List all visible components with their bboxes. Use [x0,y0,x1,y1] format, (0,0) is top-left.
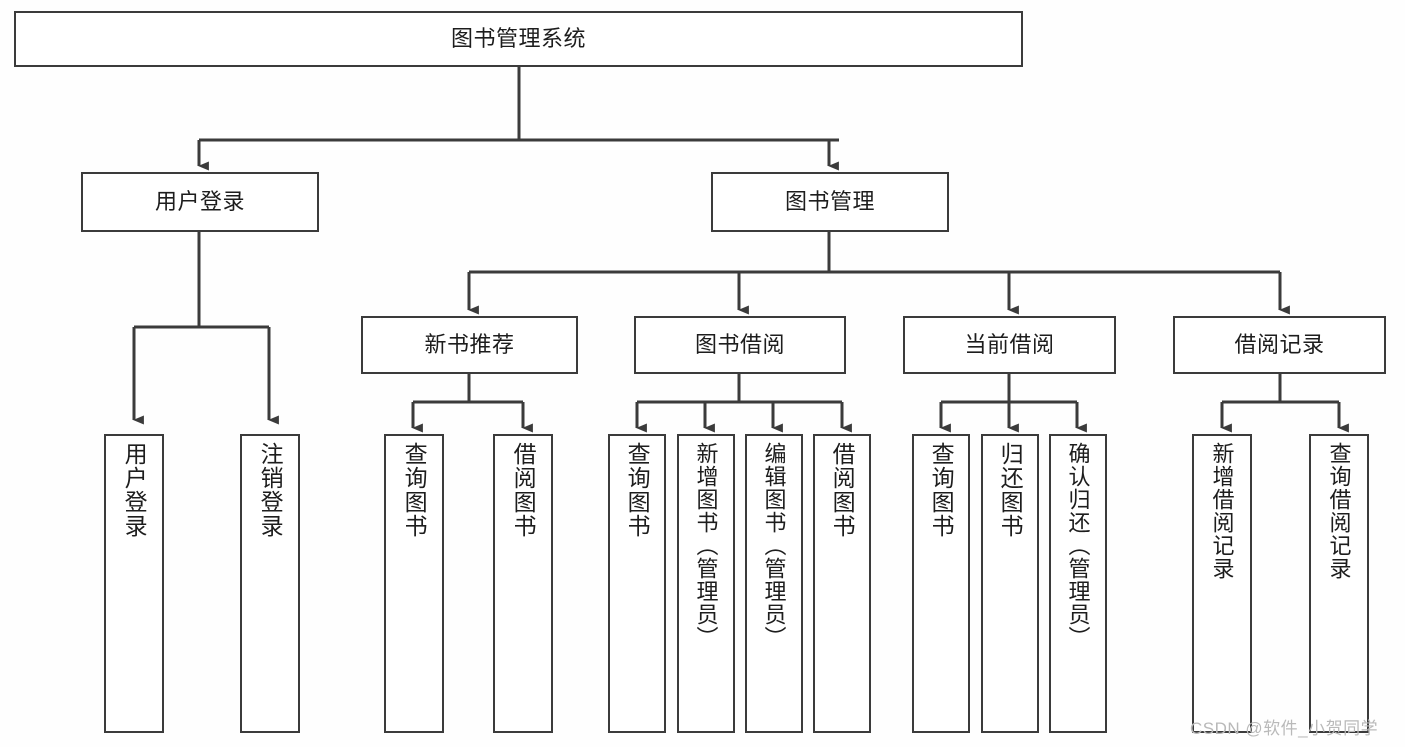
node-leaf-query-record-label: 查询借阅记录 [1326,442,1352,580]
node-borrow-record[interactable]: 借阅记录 [1173,316,1386,374]
node-leaf-query-book-1-label: 查询图书 [401,442,428,538]
node-leaf-add-book[interactable]: 新增图书（管理员） [677,434,735,733]
node-book-borrow-label: 图书借阅 [694,331,785,357]
node-root-label: 图书管理系统 [450,25,586,51]
node-book-admin[interactable]: 图书管理 [711,172,949,232]
node-leaf-return-book-label: 归还图书 [997,442,1024,538]
node-leaf-edit-book[interactable]: 编辑图书（管理员） [745,434,803,733]
node-current-borrow-label: 当前借阅 [964,331,1055,357]
node-leaf-logout-label: 注销登录 [257,442,284,538]
node-leaf-query-book-1[interactable]: 查询图书 [384,434,444,733]
node-book-admin-label: 图书管理 [784,188,875,214]
node-leaf-confirm-return-label: 确认归还（管理员） [1065,442,1091,649]
node-book-borrow[interactable]: 图书借阅 [634,316,846,374]
node-leaf-query-book-3[interactable]: 查询图书 [912,434,970,733]
node-leaf-borrow-book-1[interactable]: 借阅图书 [493,434,553,733]
node-leaf-add-record-label: 新增借阅记录 [1209,442,1235,580]
node-leaf-query-book-2[interactable]: 查询图书 [608,434,666,733]
node-leaf-logout[interactable]: 注销登录 [240,434,300,733]
node-new-book-rec[interactable]: 新书推荐 [361,316,578,374]
node-leaf-confirm-return[interactable]: 确认归还（管理员） [1049,434,1107,733]
node-borrow-record-label: 借阅记录 [1234,331,1325,357]
node-leaf-edit-book-label: 编辑图书（管理员） [761,442,787,649]
node-user-login-label: 用户登录 [154,188,245,214]
node-leaf-borrow-book-1-label: 借阅图书 [510,442,537,538]
node-leaf-borrow-book-2[interactable]: 借阅图书 [813,434,871,733]
watermark-text: CSDN @软件_小贺同学 [1190,719,1379,738]
node-leaf-add-record[interactable]: 新增借阅记录 [1192,434,1252,733]
node-leaf-return-book[interactable]: 归还图书 [981,434,1039,733]
node-root[interactable]: 图书管理系统 [14,11,1023,67]
node-leaf-borrow-book-2-label: 借阅图书 [829,442,856,538]
node-leaf-query-book-3-label: 查询图书 [928,442,955,538]
node-leaf-query-book-2-label: 查询图书 [624,442,651,538]
node-leaf-add-book-label: 新增图书（管理员） [693,442,719,649]
node-leaf-user-login-label: 用户登录 [121,442,148,538]
node-current-borrow[interactable]: 当前借阅 [903,316,1116,374]
node-new-book-rec-label: 新书推荐 [424,331,515,357]
node-leaf-user-login[interactable]: 用户登录 [104,434,164,733]
node-leaf-query-record[interactable]: 查询借阅记录 [1309,434,1369,733]
node-user-login[interactable]: 用户登录 [81,172,319,232]
